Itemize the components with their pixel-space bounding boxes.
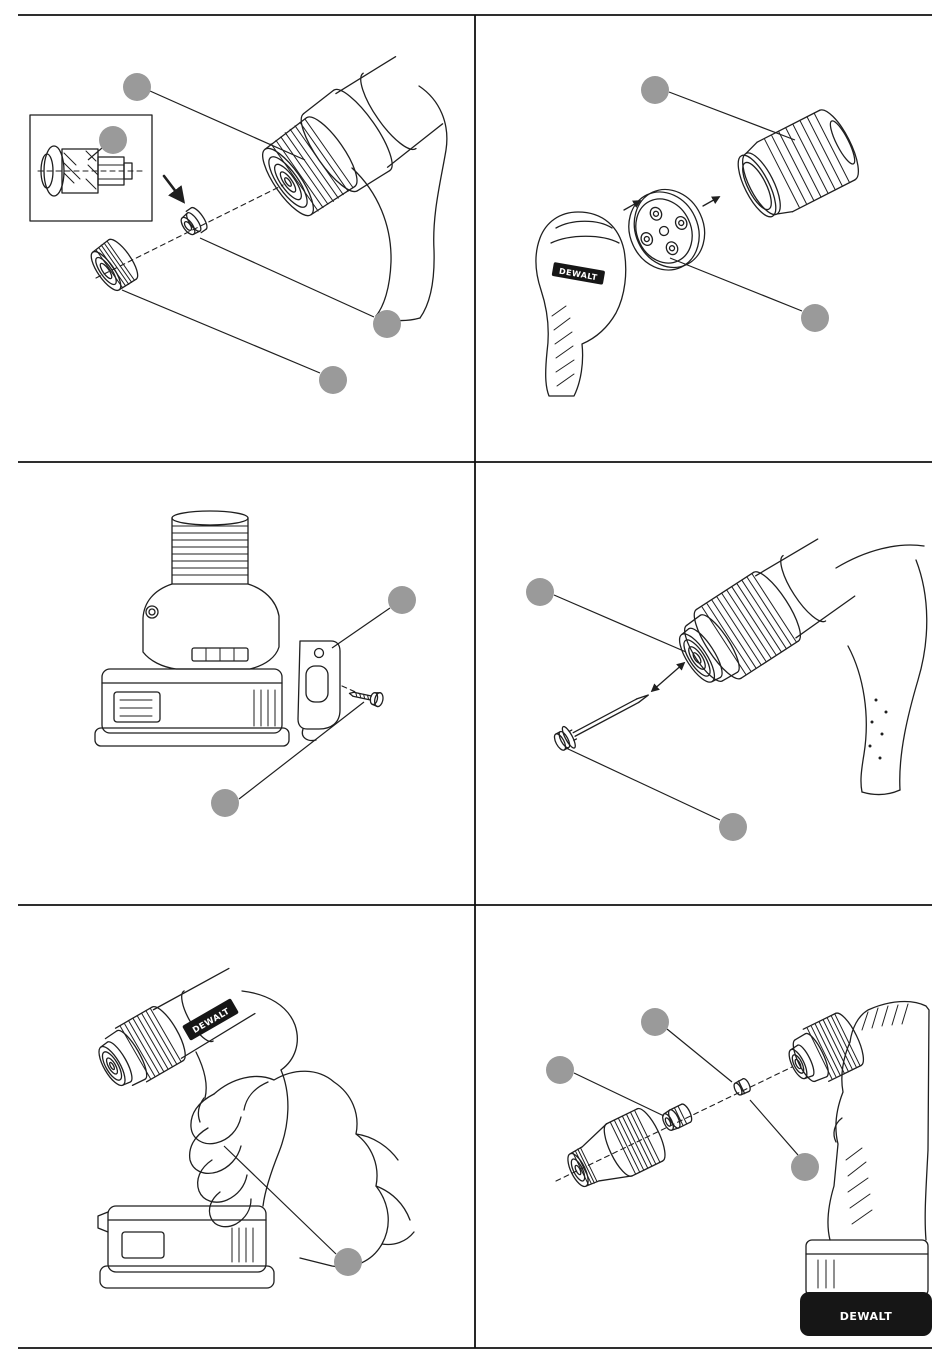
collector-container-part	[737, 109, 859, 218]
panel-2-callout-b-leader-line	[669, 257, 803, 312]
panel-2-callout-b-marker	[801, 304, 829, 332]
panel-6-callout-b-leader-line	[573, 1072, 665, 1117]
panel-4-callout-b-leader-line	[565, 747, 721, 821]
panel-3-callout-a-leader-line	[331, 607, 391, 649]
panel-1-callout-c-leader-line	[199, 237, 375, 318]
tool-nose-front	[262, 55, 444, 217]
screw-part	[348, 691, 384, 708]
tool-body-outline	[827, 1000, 930, 1241]
assembly-axis-dashed-line	[95, 184, 284, 279]
assembly-arrow-2	[702, 196, 721, 207]
insert-direction-double-arrow	[650, 661, 686, 693]
panel-6-callout-c-marker	[791, 1153, 819, 1181]
inset-detail-box	[29, 114, 153, 222]
tool-nose-front	[788, 1012, 865, 1083]
panel-grid-lines	[18, 14, 932, 1349]
panel-4-illustration	[553, 538, 928, 796]
nosepiece-holder-part	[662, 1103, 693, 1131]
brand-logo-band: DEWALT	[551, 262, 605, 285]
panel-1-callout-b-leader-line	[87, 147, 103, 161]
battery-pack	[97, 1205, 275, 1289]
panel-3-callout-b-leader-line	[238, 701, 365, 800]
panel-5-callout-a-marker	[334, 1248, 362, 1276]
panel-5-illustration: DEWALT	[97, 967, 415, 1289]
panel-1-illustration	[29, 55, 448, 322]
tool-body-outline	[195, 990, 298, 1207]
tool-rear-body	[535, 211, 627, 397]
brand-logo-band: DEWALT	[182, 998, 239, 1041]
tool-nose-front	[98, 967, 256, 1087]
panel-5-callout-a-leader-line	[223, 1145, 337, 1255]
panel-6-illustration: DEWALT	[555, 1000, 932, 1336]
panel-3-callout-a-marker	[388, 586, 416, 614]
nose-cone-part	[567, 1107, 666, 1188]
tool-body-outline	[351, 85, 448, 322]
operator-hand	[188, 1070, 415, 1268]
screw-axis-dashed-line	[341, 685, 361, 695]
battery-pack: DEWALT	[800, 1239, 932, 1336]
assembly-axis-dashed-line	[555, 1066, 793, 1182]
panel-6-callout-b-marker	[546, 1056, 574, 1084]
panel-2-callout-a-leader-line	[668, 91, 796, 141]
panel-1-callout-b-marker	[99, 126, 127, 154]
callout-layer	[87, 73, 829, 1276]
tool-nose-front	[678, 538, 856, 683]
panel-4-callout-a-leader-line	[553, 594, 687, 653]
retainer-clip-part	[733, 1078, 751, 1096]
panel-2-callout-a-marker	[641, 76, 669, 104]
mandrel-part	[553, 694, 649, 751]
tool-lower-body	[142, 510, 280, 670]
panel-6-callout-a-leader-line	[666, 1028, 733, 1083]
brand-logo-text: DEWALT	[840, 1310, 893, 1323]
insert-direction-arrow	[162, 174, 186, 204]
panel-6-callout-c-leader-line	[749, 1099, 799, 1156]
panel-4-callout-a-marker	[526, 578, 554, 606]
panel-3-illustration	[94, 510, 384, 747]
nosepiece-part	[180, 206, 208, 236]
panel-3-callout-b-marker	[211, 789, 239, 817]
panel-6-callout-a-marker	[641, 1008, 669, 1036]
panel-1-callout-c-marker	[373, 310, 401, 338]
panel-1-callout-d-leader-line	[121, 289, 321, 374]
battery-pack	[94, 668, 290, 747]
panel-1-callout-a-marker	[123, 73, 151, 101]
tool-body-outline	[835, 544, 928, 796]
collector-cap-part	[628, 188, 706, 271]
panel-1-callout-a-leader-line	[149, 90, 306, 161]
nose-nut-part	[90, 238, 139, 292]
panel-1-callout-d-marker	[319, 366, 347, 394]
panel-2-illustration: DEWALT	[535, 109, 859, 397]
panel-4-callout-b-marker	[719, 813, 747, 841]
